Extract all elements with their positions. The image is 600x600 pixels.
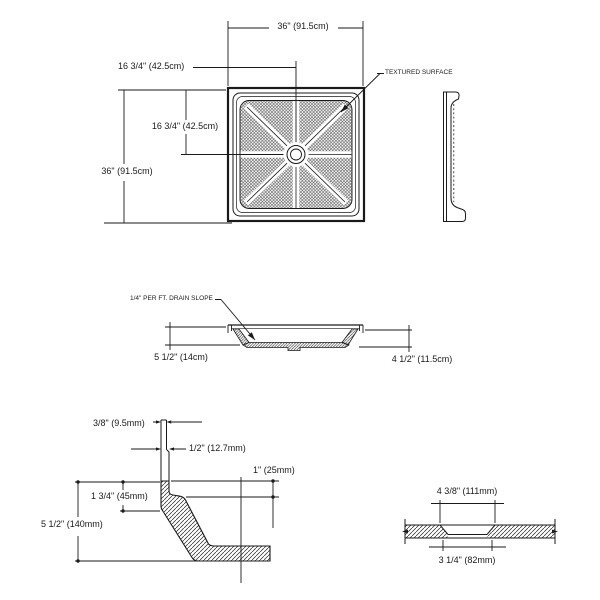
section-left-wall [232, 328, 250, 346]
dim-plan-height-left: 36" (91.5cm) [100, 166, 154, 177]
plan-dimension-lines [104, 21, 364, 224]
drain-detail-hatch-right [487, 525, 555, 538]
dim-section-height-right: 4 1/2" (11.5cm) [390, 354, 454, 365]
dim-plan-drain-offset-y: 16 3/4" (42.5cm) [150, 121, 220, 132]
label-textured-surface: TEXTURED SURFACE [384, 69, 454, 77]
dim-plan-drain-offset-x: 16 3/4" (42.5cm) [117, 61, 186, 72]
leader-arrowhead [341, 104, 349, 112]
edge-detail-view [75, 419, 279, 583]
textured-surface-area [239, 100, 353, 209]
dim-flange-thickness: 3/8" (9.5mm) [92, 418, 146, 429]
label-drain-slope: 1/4" PER FT. DRAIN SLOPE [129, 295, 214, 303]
textured-surface-leader [340, 73, 384, 113]
section-floor [242, 342, 350, 351]
section-dimension-lines [165, 322, 412, 352]
dim-drain-hole-width: 3 1/4" (82mm) [437, 555, 497, 566]
plan-view [104, 21, 384, 224]
side-profile-view [443, 91, 466, 222]
dim-plan-width-top: 36" (91.5cm) [276, 21, 330, 32]
dim-ledge-depth: 1 3/4" (45mm) [90, 491, 149, 502]
dim-rim-height: 1" (25mm) [252, 465, 296, 476]
drain-detail-view [402, 500, 558, 551]
curb-cross-section [160, 480, 271, 562]
section-view [165, 299, 412, 352]
drain-opening [286, 145, 306, 164]
drain-detail-hatch-left [405, 525, 448, 538]
dim-overall-height: 5 1/2" (140mm) [40, 519, 104, 530]
dim-flange-base-thickness: 1/2" (12.7mm) [188, 443, 247, 454]
section-right-wall [341, 328, 359, 346]
edge-detail-dimensions [75, 420, 279, 583]
dim-section-height-left: 5 1/2" (14cm) [153, 352, 209, 363]
dim-drain-recess-width: 4 3/8" (111mm) [435, 486, 499, 497]
drain-slope-leader [215, 299, 256, 341]
drain-detail-dimensions [402, 500, 558, 551]
